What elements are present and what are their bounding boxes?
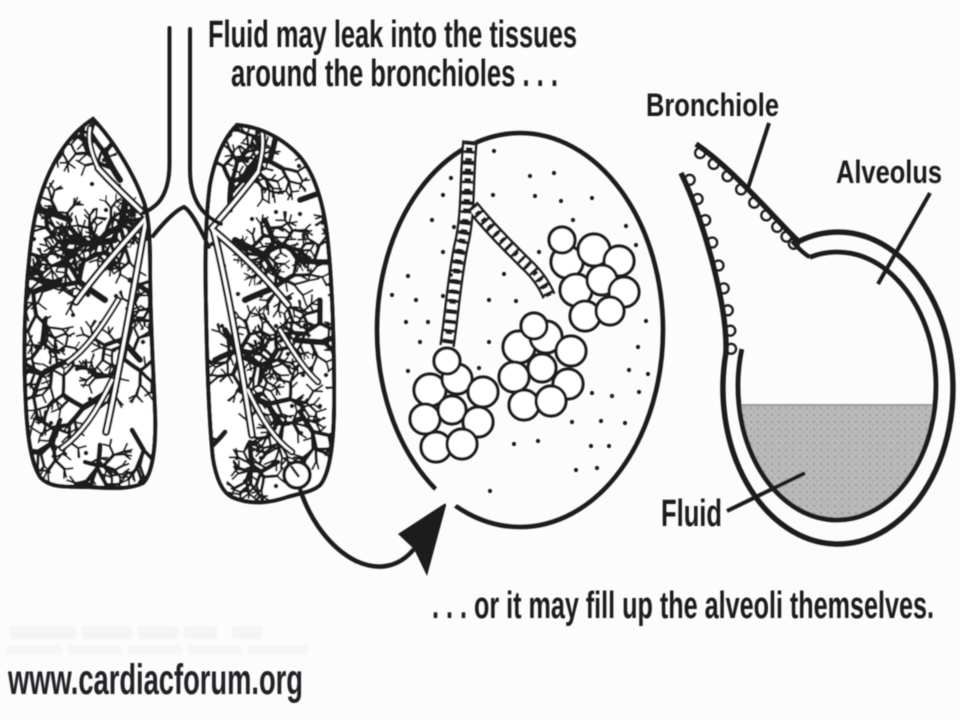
svg-text:www.cardiacforum.org: www.cardiacforum.org (7, 656, 303, 704)
svg-text:Alveolus: Alveolus (836, 154, 942, 190)
svg-text:Fluid: Fluid (661, 493, 722, 535)
svg-text:Bronchiole: Bronchiole (646, 87, 779, 123)
svg-text:. . . or it may fill up the al: . . . or it may fill up the alveoli them… (432, 585, 934, 627)
svg-text:around the bronchioles . . .: around the bronchioles . . . (231, 53, 558, 95)
svg-text:Fluid may leak into the tissue: Fluid may leak into the tissues (208, 14, 577, 56)
